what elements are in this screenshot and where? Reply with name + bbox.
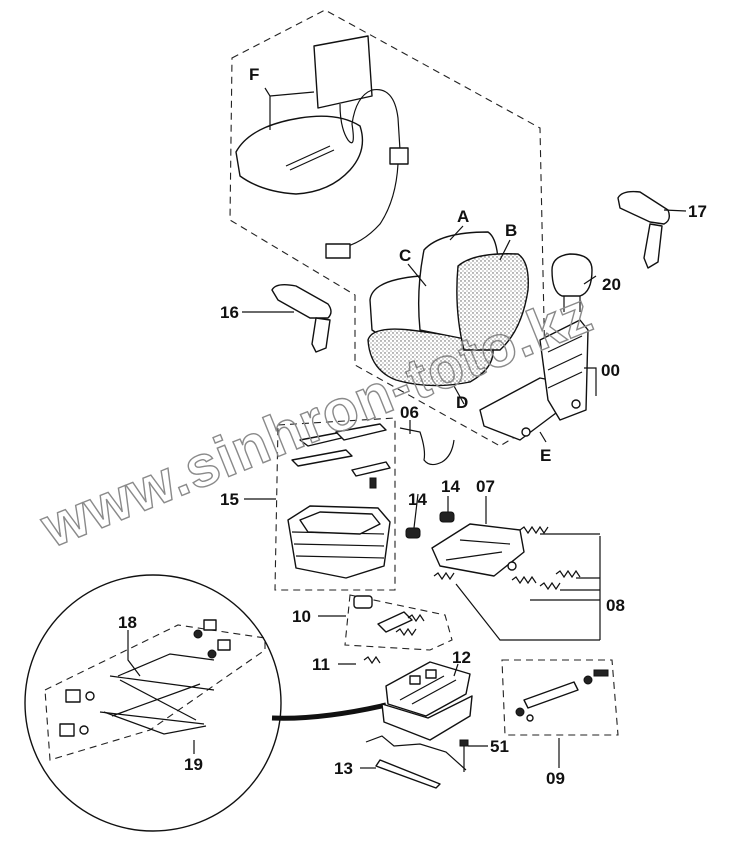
callout-labels: F A B C D E 00 06 07 08 09 10 11 12 13 1… — [118, 65, 707, 788]
armrest-17 — [617, 190, 671, 269]
callout-a: A — [457, 207, 469, 226]
cap-14b — [439, 511, 455, 523]
seat-frame-00 — [479, 319, 589, 441]
clip-11 — [363, 655, 381, 665]
lever-13 — [365, 735, 467, 789]
bellows-boot-15 — [287, 505, 391, 579]
callout-10: 10 — [292, 607, 311, 626]
callout-15: 15 — [220, 490, 239, 509]
callout-c: C — [399, 246, 411, 265]
callout-12: 12 — [452, 648, 471, 667]
callout-11: 11 — [312, 655, 330, 674]
headrest-20 — [551, 253, 593, 312]
callout-e: E — [540, 446, 551, 465]
callout-18: 18 — [118, 613, 137, 632]
callout-51: 51 — [490, 737, 509, 756]
shock-absorber-09 — [515, 669, 609, 722]
scissor-mechanism-18-19 — [59, 619, 231, 737]
group-15-outline — [274, 417, 396, 591]
seat-assembly — [367, 231, 529, 387]
callout-07: 07 — [476, 477, 495, 496]
group-18-19-outline — [44, 624, 266, 761]
detail-circle — [24, 574, 282, 832]
callout-00: 00 — [601, 361, 620, 380]
detail-pointer-arrow — [271, 702, 387, 721]
callout-d: D — [456, 393, 468, 412]
callout-09: 09 — [546, 769, 565, 788]
callout-13: 13 — [334, 759, 353, 778]
callout-16: 16 — [220, 303, 239, 322]
hardware-10 — [353, 595, 425, 637]
cable-06 — [399, 427, 455, 466]
callout-14a: 14 — [408, 490, 427, 509]
callout-17: 17 — [688, 202, 707, 221]
cap-14a — [405, 527, 421, 539]
callout-14b: 14 — [441, 477, 460, 496]
leader-lines — [127, 87, 687, 769]
group-09-outline — [501, 659, 619, 736]
slide-rails-15 — [291, 423, 391, 489]
springs-08 — [433, 525, 581, 591]
bracket-07 — [431, 523, 525, 577]
callout-19: 19 — [184, 755, 203, 774]
armrest-16 — [271, 283, 332, 353]
callout-b: B — [505, 221, 517, 240]
group-10-outline — [344, 594, 453, 651]
callout-f: F — [249, 65, 259, 84]
suspension-12 — [381, 661, 473, 741]
callout-08: 08 — [606, 596, 625, 615]
callout-20: 20 — [602, 275, 621, 294]
callout-06: 06 — [400, 403, 419, 422]
bolt-51 — [459, 739, 469, 772]
group-f-outline — [229, 9, 547, 447]
heated-cushion-kit-f — [235, 35, 409, 259]
